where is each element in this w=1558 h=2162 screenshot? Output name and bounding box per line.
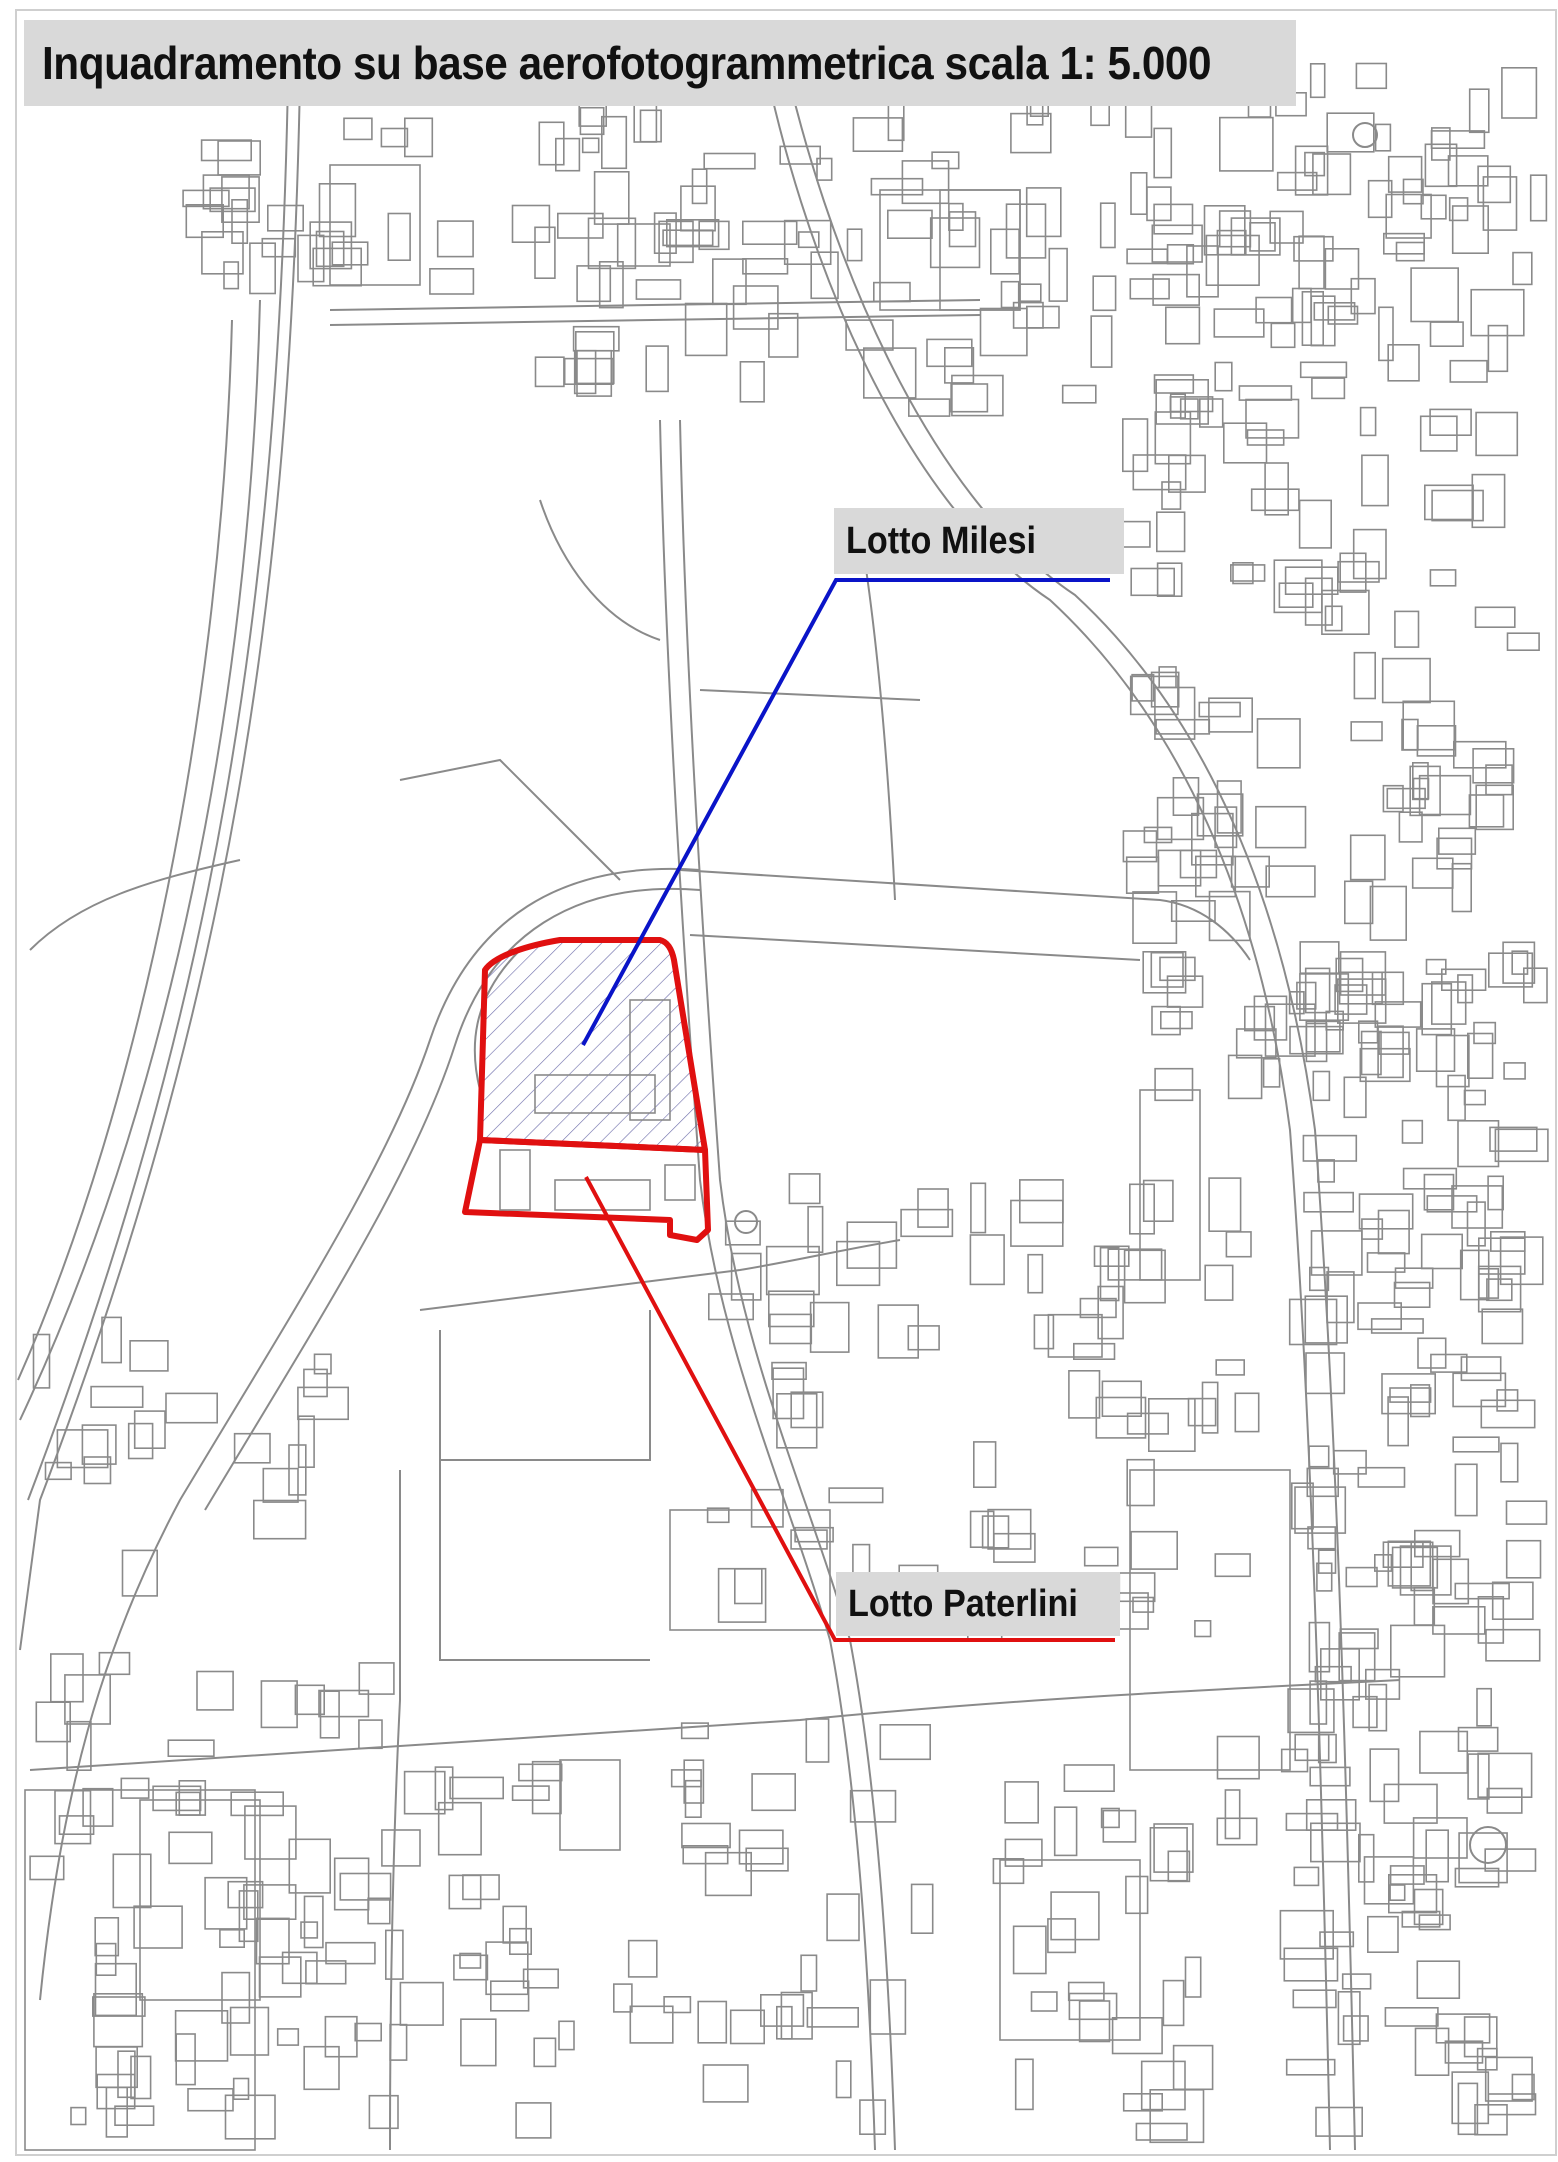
- field-boundary-7: [29, 859, 241, 951]
- river-bank-2: [17, 319, 233, 1381]
- road-network: [17, 39, 1507, 2151]
- lotto-paterlini-label: Lotto Paterlini: [848, 1582, 1078, 1625]
- railway-line-2: [27, 79, 289, 1501]
- bypass-road-2: [204, 887, 701, 1511]
- lotto-paterlini-label-box: Lotto Paterlini: [836, 1572, 1120, 1636]
- link-road-top: [329, 299, 981, 311]
- link-road-north-2: [689, 934, 1141, 961]
- lotto-milesi-label-box: Lotto Milesi: [834, 508, 1124, 574]
- main-road-east: [759, 39, 1331, 2151]
- building-blocks: [24, 60, 1549, 2151]
- link-road-north: [679, 869, 1251, 961]
- field-boundary-3: [389, 1470, 401, 2151]
- central-road-2: [679, 419, 896, 2151]
- map-frame: [15, 9, 1557, 2156]
- map-title-box: Inquadramento su base aerofotogrammetric…: [24, 20, 1296, 106]
- river-bank: [19, 299, 261, 1421]
- field-boundary-8: [699, 689, 921, 701]
- field-boundary-1: [439, 1310, 651, 1461]
- field-boundary-6: [539, 499, 661, 641]
- lotto-milesi-leader: [581, 578, 1110, 1046]
- roundabout-ne: [1352, 122, 1378, 148]
- lotto-paterlini-area: [462, 1137, 711, 1243]
- central-road: [659, 419, 876, 2151]
- railway-line-1: [19, 79, 301, 1651]
- field-boundary-5: [399, 758, 621, 881]
- link-road-top-2: [329, 314, 981, 326]
- bypass-road-1: [39, 868, 701, 2001]
- roundabout: [734, 1210, 758, 1234]
- field-boundary-2: [439, 1460, 650, 1661]
- roundabout-se: [1469, 1826, 1507, 1864]
- lotto-paterlini-leader: [584, 1176, 1115, 1642]
- lotto-milesi-label: Lotto Milesi: [846, 519, 1036, 562]
- link-road-mid: [419, 1239, 901, 1311]
- main-road-east-2: [779, 39, 1356, 2151]
- lotto-milesi-area: [477, 937, 708, 1153]
- link-road-south: [29, 1679, 1401, 1771]
- map-title: Inquadramento su base aerofotogrammetric…: [42, 37, 1212, 89]
